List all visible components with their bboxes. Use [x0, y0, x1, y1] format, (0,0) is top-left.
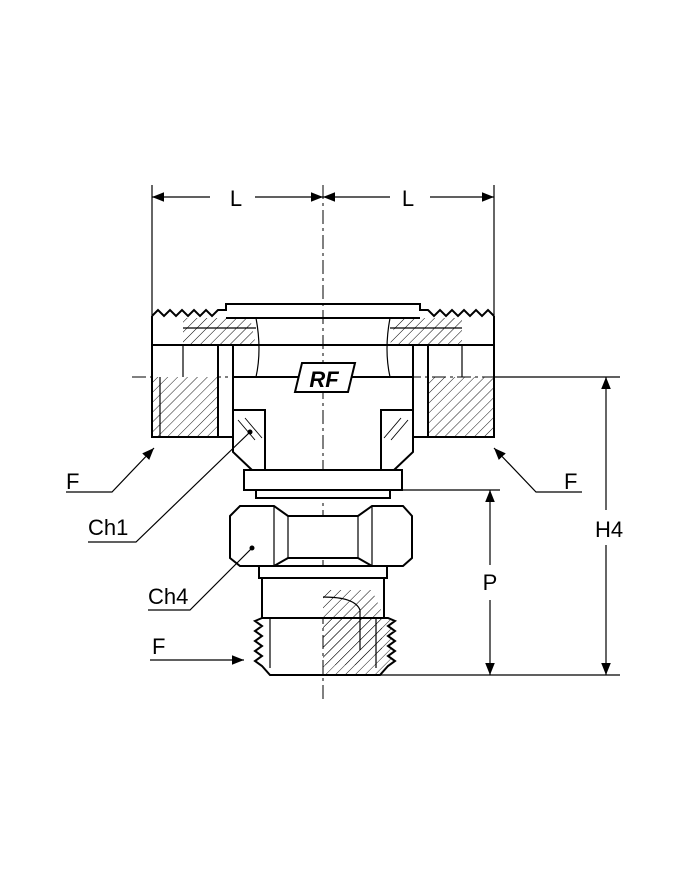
dimension-height: H4 — [380, 376, 623, 676]
dim-label-length-left: L — [230, 186, 242, 211]
callout-hex-nut: Ch4 — [148, 545, 255, 611]
dimension-stud-length: P — [402, 489, 500, 675]
logo-text: RF — [309, 367, 339, 392]
callout-label-face-bottom: F — [152, 634, 165, 659]
washer — [243, 469, 403, 499]
callout-label-face-right: F — [564, 469, 577, 494]
callout-hex-body: Ch1 — [88, 429, 253, 543]
callout-label-hex-nut: Ch4 — [148, 584, 188, 609]
callout-face-bottom: F — [150, 634, 244, 665]
dimension-length: L L — [151, 185, 495, 318]
callout-face-left: F — [66, 447, 155, 494]
dim-label-height: H4 — [595, 517, 623, 542]
stud-end — [252, 577, 398, 676]
lock-nut — [229, 505, 413, 579]
dim-label-length-right: L — [402, 186, 414, 211]
rf-logo: RF — [293, 362, 357, 393]
callout-label-hex-body: Ch1 — [88, 515, 128, 540]
callout-face-right: F — [493, 447, 582, 494]
dim-label-stud-length: P — [483, 570, 498, 595]
callout-label-face-left: F — [66, 469, 79, 494]
